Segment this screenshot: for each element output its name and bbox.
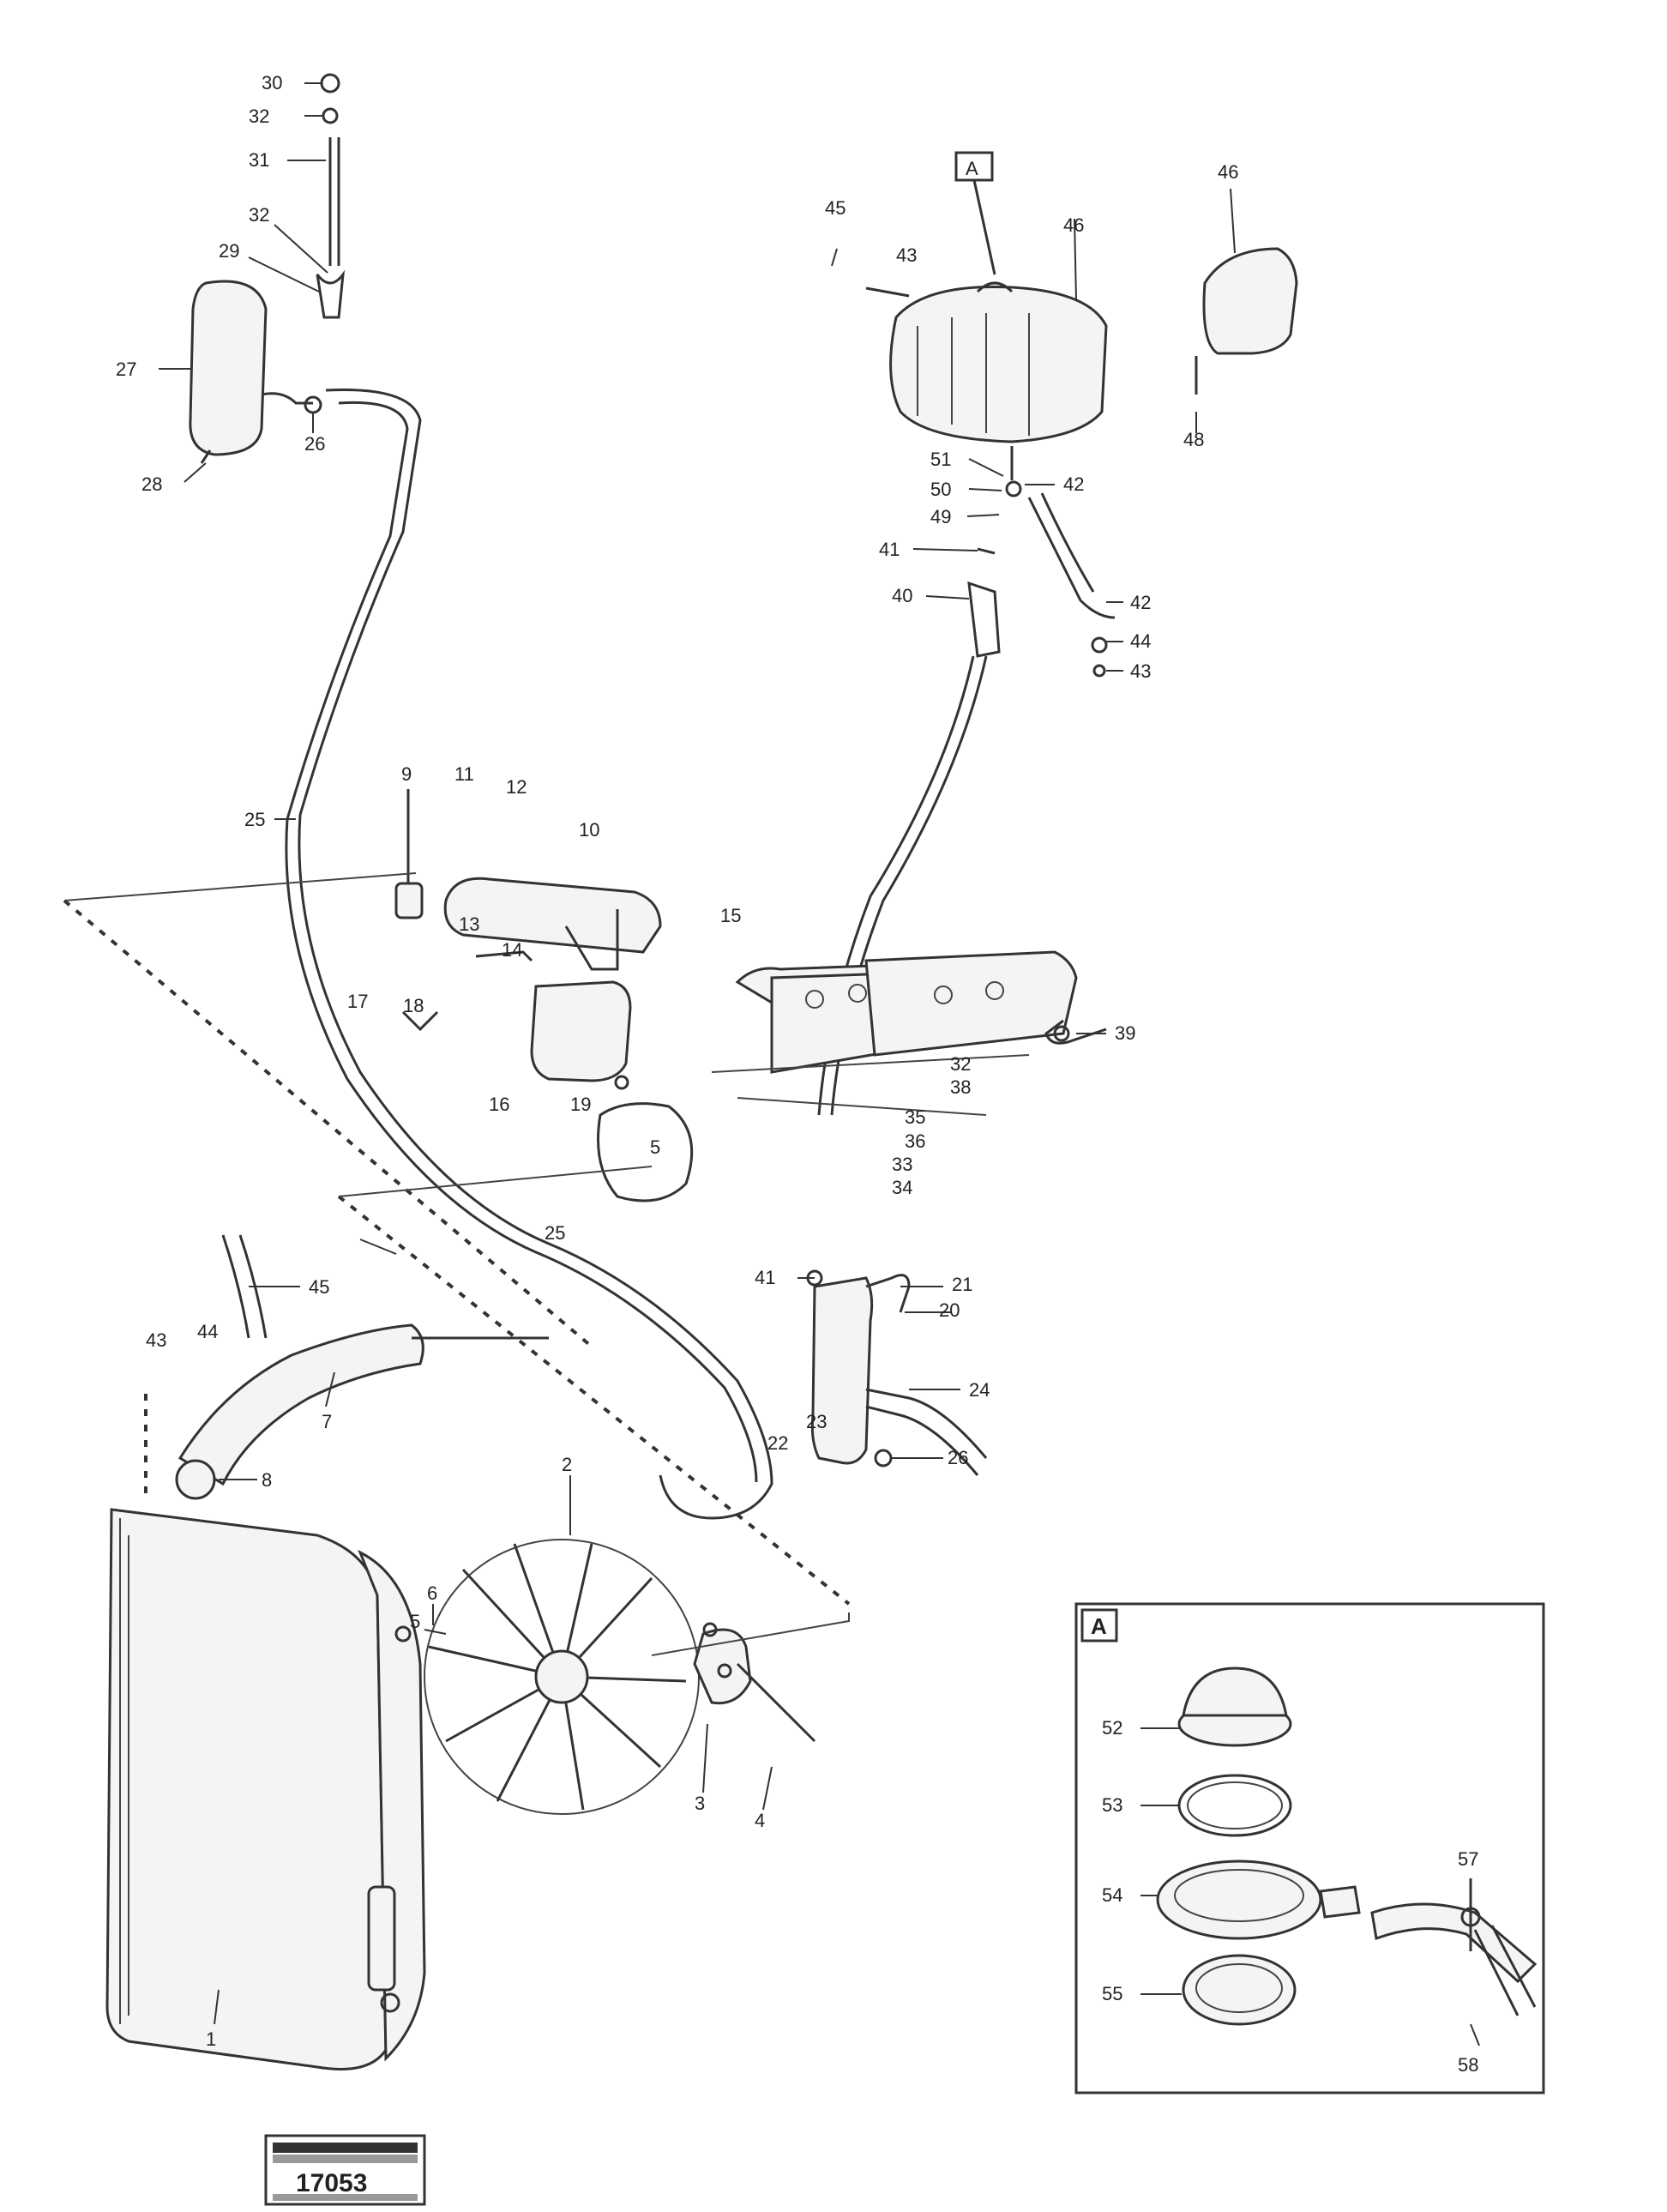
callout-23: 23 [806,1411,827,1432]
callout-1: 1 [206,2028,216,2050]
callout-34: 34 [892,1177,912,1198]
callout-45-top: 45 [825,197,846,219]
callout-16: 16 [489,1094,509,1115]
callout-20: 20 [939,1299,960,1321]
callout-32-mid: 32 [950,1053,971,1075]
callout-labels: 30 32 31 32 29 27 28 26 25 25 9 11 12 10… [116,72,1238,2050]
callout-33: 33 [892,1154,912,1175]
callout-11: 11 [454,763,474,785]
callout-26-top: 26 [304,433,325,455]
callout-2: 2 [562,1454,572,1475]
cooling-fan [424,1539,850,1815]
callout-6: 6 [427,1582,437,1604]
upper-radiator-hose [144,1234,549,1500]
reservoir-tank: A [817,151,1116,1116]
callout-42-mid: 42 [1130,592,1151,613]
callout-5: 5 [410,1611,420,1632]
callout-21: 21 [952,1274,972,1295]
callout-8: 8 [262,1469,272,1491]
long-hose [285,388,773,1520]
inset-callout-57: 57 [1458,1848,1478,1870]
inset-callout-58: 58 [1458,2054,1478,2076]
callout-10: 10 [579,819,599,841]
leader-lines [159,82,1236,2025]
callout-44-left: 44 [197,1321,218,1342]
callout-32: 32 [249,204,269,226]
callout-18: 18 [403,995,424,1016]
callout-39: 39 [1115,1022,1135,1044]
inset-callout-55: 55 [1102,1983,1122,2004]
callout-35: 35 [905,1106,925,1128]
callout-45-left: 45 [309,1276,329,1298]
callout-26: 26 [948,1447,968,1468]
inset-callout-53: 53 [1102,1794,1122,1816]
callout-38: 38 [950,1076,971,1098]
thermostat-housing [394,789,662,1090]
inset-detail-a: A 52 53 54 57 58 55 [1074,1602,1545,2094]
callout-17: 17 [347,991,368,1012]
callout-28: 28 [141,473,162,495]
callout-32-top: 32 [249,105,269,127]
callout-27: 27 [116,359,136,380]
callout-14: 14 [502,939,522,961]
callout-22: 22 [767,1432,788,1454]
callout-51: 51 [930,449,951,470]
guide-line-lower [337,1195,851,1606]
callout-42-top: 42 [1063,473,1084,495]
engine-section [597,950,1107,1202]
svg-text:A: A [966,158,978,179]
callout-19: 19 [570,1094,591,1115]
guide-line-upper [63,899,593,1348]
callout-25-lower: 25 [545,1222,565,1244]
cap-bracket [1195,247,1298,395]
inset-label: A [1091,1613,1107,1639]
callout-12: 12 [506,776,527,798]
callout-29: 29 [219,240,239,262]
callout-50: 50 [930,479,951,500]
reference-box: 17053 [264,2134,426,2206]
callout-43-right: 43 [1130,660,1151,682]
callout-25-upper: 25 [244,809,265,830]
inset-callout-52: 52 [1102,1717,1122,1739]
callout-46-tank: 46 [1063,214,1084,236]
callout-44-right: 44 [1130,630,1151,652]
reference-number: 17053 [296,2169,367,2197]
inset-callout-54: 54 [1102,1884,1122,1906]
callout-49: 49 [930,506,951,527]
callout-30: 30 [262,72,282,93]
radiator [105,1508,426,2070]
callout-5-center: 5 [650,1136,660,1158]
callout-3: 3 [695,1793,705,1814]
callout-43-left: 43 [146,1329,166,1351]
water-pump-connector [806,1269,988,1476]
callout-4: 4 [755,1810,765,1831]
callout-40: 40 [892,585,912,606]
callout-24: 24 [969,1379,990,1401]
callout-13: 13 [459,913,479,935]
callout-31: 31 [249,149,269,171]
callout-7: 7 [322,1411,332,1432]
callout-41-lower: 41 [755,1267,775,1288]
callout-46-bracket: 46 [1218,161,1238,183]
expansion-tank-assembly [189,73,346,464]
callout-41-top: 41 [879,539,900,560]
callout-43-top: 43 [896,244,917,266]
callout-48: 48 [1183,429,1204,450]
callout-15: 15 [720,905,741,926]
callout-36: 36 [905,1130,925,1152]
callout-9: 9 [401,763,412,785]
